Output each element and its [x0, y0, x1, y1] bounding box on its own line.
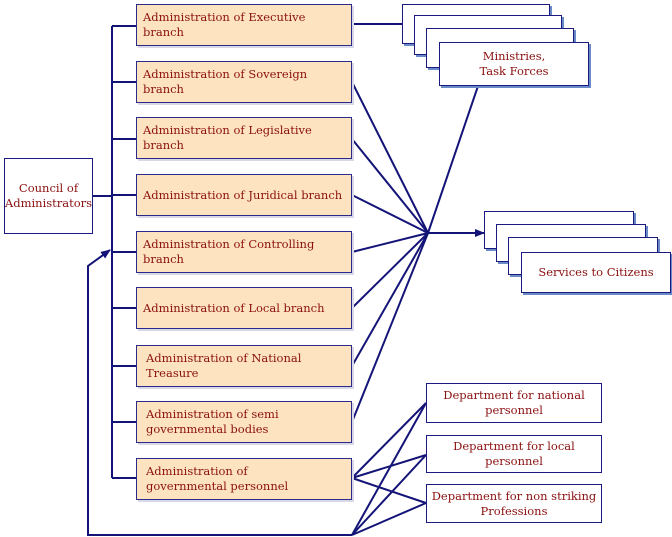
ministries-box: Ministries, Task Forces	[439, 42, 589, 86]
admin-label: Administration of Controlling branch	[143, 237, 315, 266]
services-box: Services to Citizens	[521, 252, 671, 293]
admin-label: Administration of National Treasure	[146, 351, 302, 380]
admin-controlling: Administration of Controlling branch	[136, 231, 352, 273]
admin-label: Administration of governmental personnel	[146, 464, 289, 493]
council-label: Council of Administrators	[4, 181, 93, 210]
admin-local: Administration of Local branch	[136, 287, 352, 329]
dept-label: Department for non striking Professions	[431, 488, 597, 518]
council-box: Council of Administrators	[4, 158, 93, 234]
admin-executive: Administration of Executive branch	[136, 4, 352, 46]
admin-label: Administration of Sovereign branch	[143, 67, 308, 96]
dept-national-personnel: Department for national personnel	[426, 383, 602, 423]
admin-semi-governmental: Administration of semi governmental bodi…	[136, 401, 352, 443]
admin-label: Administration of Executive branch	[143, 10, 306, 39]
services-label: Services to Citizens	[538, 265, 654, 279]
admin-label: Administration of semi governmental bodi…	[146, 407, 279, 436]
admin-juridical: Administration of Juridical branch	[136, 174, 352, 216]
ministries-label: Ministries, Task Forces	[479, 49, 549, 78]
dept-local-personnel: Department for local personnel	[426, 435, 602, 473]
admin-national-treasure: Administration of National Treasure	[136, 345, 352, 387]
admin-legislative: Administration of Legislative branch	[136, 117, 352, 159]
dept-label: Department for local personnel	[453, 439, 575, 468]
admin-label: Administration of Legislative branch	[143, 123, 312, 152]
admin-sovereign: Administration of Sovereign branch	[136, 61, 352, 103]
admin-governmental-personnel: Administration of governmental personnel	[136, 458, 352, 500]
admin-label: Administration of Local branch	[143, 300, 325, 315]
dept-non-striking-professions: Department for non striking Professions	[426, 484, 602, 523]
dept-label: Department for national personnel	[443, 388, 585, 417]
admin-label: Administration of Juridical branch	[143, 187, 343, 202]
